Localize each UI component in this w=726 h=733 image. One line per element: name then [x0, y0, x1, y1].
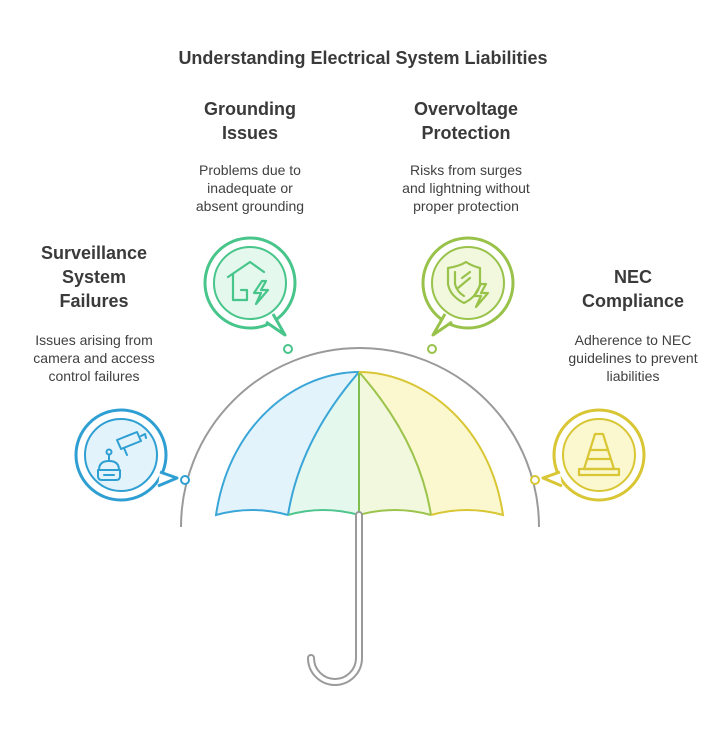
umbrella-edge-lime: [358, 509, 432, 516]
diagram-title: Understanding Electrical System Liabilit…: [178, 48, 548, 68]
camera-robot-icon: [97, 431, 147, 481]
surveillance-failures-heading: Surveillance System Failures: [40, 243, 148, 311]
umbrella-rib-blue: [287, 371, 360, 516]
surveillance-failures-block: Surveillance System Failures Issues aris…: [14, 241, 174, 385]
grounding-issues-block: Grounding Issues Problems due to inadequ…: [170, 97, 330, 215]
nec-compliance-description: Adherence to NEC guidelines to prevent l…: [568, 332, 698, 384]
grounding-issues-heading: Grounding Issues: [204, 99, 296, 143]
umbrella-panel-green: [288, 372, 359, 515]
overvoltage-protection-heading: Overvoltage Protection: [413, 99, 519, 143]
nec-compliance-heading: NEC Compliance: [581, 267, 685, 311]
overvoltage-protection-description: Risks from surges and lightning without …: [402, 162, 530, 214]
umbrella-edge-blue: [214, 371, 360, 517]
arc-dot-nec: [530, 475, 540, 485]
umbrella-rib-lime: [358, 371, 432, 516]
umbrella-panel-yellow: [359, 372, 503, 515]
house-lightning-icon: [226, 260, 270, 306]
umbrella-handle-inner: [309, 513, 361, 684]
arc-dot-surveillance: [180, 475, 190, 485]
nec-bubble: [541, 408, 646, 502]
umbrella-panel-lime: [359, 372, 431, 515]
umbrella-edge-green: [287, 509, 360, 516]
arc-dot-overvoltage: [427, 344, 437, 354]
nec-compliance-block: NEC Compliance Adherence to NEC guidelin…: [548, 265, 718, 385]
overvoltage-protection-block: Overvoltage Protection Risks from surges…: [381, 97, 551, 215]
arc-dot-grounding: [283, 344, 293, 354]
outer-arc: [180, 347, 540, 528]
grounding-issues-description: Problems due to inadequate or absent gro…: [195, 162, 305, 214]
grounding-bubble: [203, 236, 350, 337]
surveillance-bubble: [74, 408, 179, 502]
umbrella-panel-blue: [216, 372, 359, 515]
surveillance-failures-description: Issues arising from camera and access co…: [33, 332, 155, 384]
shield-lightning-icon: [446, 260, 490, 309]
umbrella-handle: [307, 511, 363, 686]
overvoltage-bubble: [421, 236, 515, 337]
umbrella-edge-yellow: [358, 371, 505, 517]
traffic-cone-icon: [577, 432, 621, 477]
